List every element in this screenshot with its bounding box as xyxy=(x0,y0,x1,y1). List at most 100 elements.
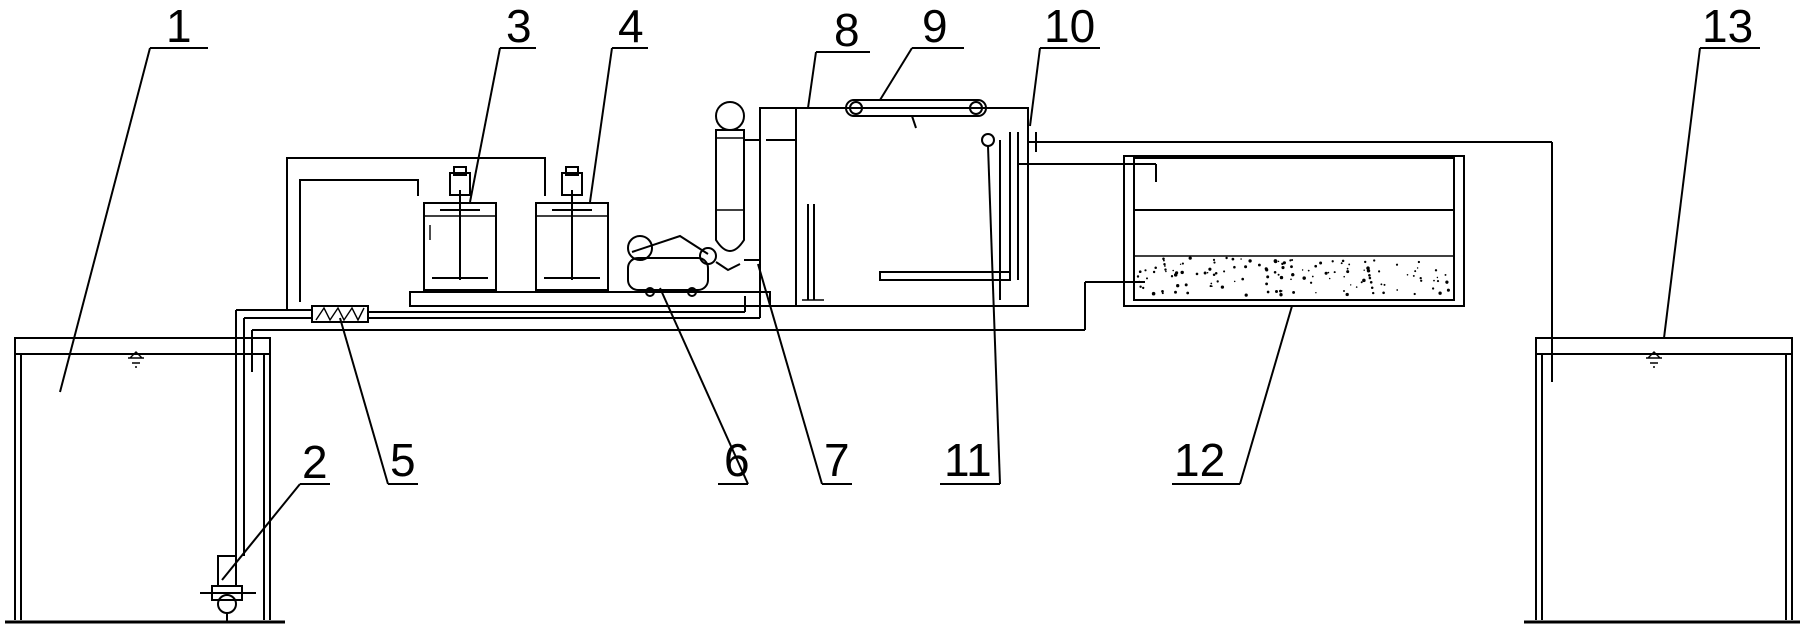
dosing-tank-4 xyxy=(535,166,609,291)
sludge-particle xyxy=(1314,264,1318,268)
sludge-particle xyxy=(1282,261,1286,265)
sludge-particle xyxy=(1275,290,1278,293)
sludge-particle xyxy=(1363,269,1365,271)
sludge-particle xyxy=(1136,275,1140,278)
sludge-particle xyxy=(1333,271,1336,274)
sludge-particle xyxy=(1446,282,1448,284)
sludge-particle xyxy=(1214,272,1218,275)
sludge-particle xyxy=(1225,256,1228,260)
sludge-particle xyxy=(1279,293,1283,297)
sludge-particle xyxy=(1181,262,1184,265)
label-12: 12 xyxy=(1174,434,1225,486)
sludge-particle xyxy=(1446,288,1450,292)
sludge-particle xyxy=(1257,263,1261,267)
sludge-particle xyxy=(1164,268,1167,271)
sludge-particle xyxy=(1277,260,1280,263)
sludge-particle xyxy=(1346,267,1349,270)
skimmer-scraper xyxy=(845,99,987,129)
sludge-particle xyxy=(1209,285,1212,288)
sludge-particle xyxy=(1382,291,1385,295)
sludge-particle xyxy=(1210,282,1213,285)
sludge-particle xyxy=(1343,275,1345,278)
sludge-particle xyxy=(1279,275,1284,280)
sludge-particle xyxy=(1360,281,1363,284)
sludge-particle xyxy=(1362,278,1366,283)
sludge-particle xyxy=(1176,284,1180,288)
sludge-particle xyxy=(1172,269,1175,272)
sludge-particle xyxy=(1319,261,1323,265)
sludge-particle xyxy=(1383,283,1386,286)
sludge-particle xyxy=(1412,274,1415,277)
sludge-particle xyxy=(1165,270,1167,273)
sludge-particle xyxy=(1413,292,1416,296)
sludge-particle xyxy=(1277,273,1280,276)
sludge-particle xyxy=(1273,271,1277,274)
sludge-particle xyxy=(1291,273,1295,277)
sludge-particle xyxy=(1220,285,1225,289)
sludge-particle xyxy=(1301,269,1304,271)
sludge-particle xyxy=(1373,259,1376,262)
sludge-particle xyxy=(1444,273,1447,276)
sludge-particle xyxy=(1266,275,1270,279)
sludge-particle xyxy=(1184,283,1188,287)
sludge-particle xyxy=(1240,258,1242,260)
sludge-particle xyxy=(1309,281,1313,284)
air-compressor xyxy=(627,234,741,297)
sludge-particle xyxy=(1292,290,1296,294)
sludge-particle xyxy=(1213,261,1216,264)
sludge-particle xyxy=(1244,293,1248,297)
sludge-particle xyxy=(1180,270,1184,275)
flotation-tank xyxy=(759,107,1029,307)
label-5: 5 xyxy=(390,434,416,486)
sludge-particle xyxy=(1380,283,1383,286)
label-9: 9 xyxy=(922,0,948,52)
sludge-particle xyxy=(1231,257,1235,261)
dosing-tank-3 xyxy=(423,166,497,291)
sludge-particle xyxy=(1414,270,1417,273)
sludge-particle xyxy=(1302,276,1306,280)
label-6: 6 xyxy=(724,434,750,486)
sludge-particle xyxy=(1203,271,1207,275)
sludge-particle xyxy=(1188,256,1192,260)
sludge-particle xyxy=(1431,287,1435,290)
sludge-particle xyxy=(1368,273,1371,277)
sludge-particle xyxy=(1170,275,1174,278)
sludge-particle xyxy=(1291,258,1294,262)
sludge-particle xyxy=(1311,275,1314,278)
sludge-particle xyxy=(1395,263,1399,266)
sludge-particle xyxy=(1280,290,1283,292)
sludge-particle xyxy=(1212,258,1216,261)
sludge-particle xyxy=(1161,292,1164,295)
label-10: 10 xyxy=(1044,0,1095,52)
sludge-particle xyxy=(1315,291,1317,294)
sludge-particle xyxy=(1244,265,1248,269)
label-8: 8 xyxy=(834,4,860,56)
air-dissolving-vessel xyxy=(715,101,760,261)
sludge-particle xyxy=(1307,269,1310,272)
sludge-particle xyxy=(1349,284,1352,286)
sludge-particle xyxy=(1438,291,1442,295)
sludge-particle xyxy=(1289,259,1292,262)
sludge-particle xyxy=(1144,269,1147,272)
sludge-particle xyxy=(1436,280,1440,283)
equipment-base xyxy=(409,291,771,307)
sludge-particle xyxy=(1223,270,1226,273)
label-2: 2 xyxy=(302,436,328,488)
right-tank xyxy=(1524,337,1800,624)
sludge-particle xyxy=(1434,269,1438,272)
sludge-particle xyxy=(1366,266,1370,270)
sludge-particle xyxy=(1341,259,1345,263)
sludge-particle xyxy=(1151,291,1156,296)
sludge-particle xyxy=(1161,290,1164,293)
sludge-particle xyxy=(1179,263,1182,265)
dosing-lines xyxy=(286,157,546,310)
sludge-particle xyxy=(1416,267,1419,269)
sludge-particle xyxy=(1378,270,1381,273)
sludge-particle xyxy=(1265,282,1269,286)
submersible-pump xyxy=(200,555,256,622)
label-4: 4 xyxy=(618,0,644,52)
label-1: 1 xyxy=(166,0,192,52)
sludge-particle xyxy=(1163,262,1166,266)
sludge-particle xyxy=(1417,260,1421,264)
sludge-particle xyxy=(1364,260,1367,264)
